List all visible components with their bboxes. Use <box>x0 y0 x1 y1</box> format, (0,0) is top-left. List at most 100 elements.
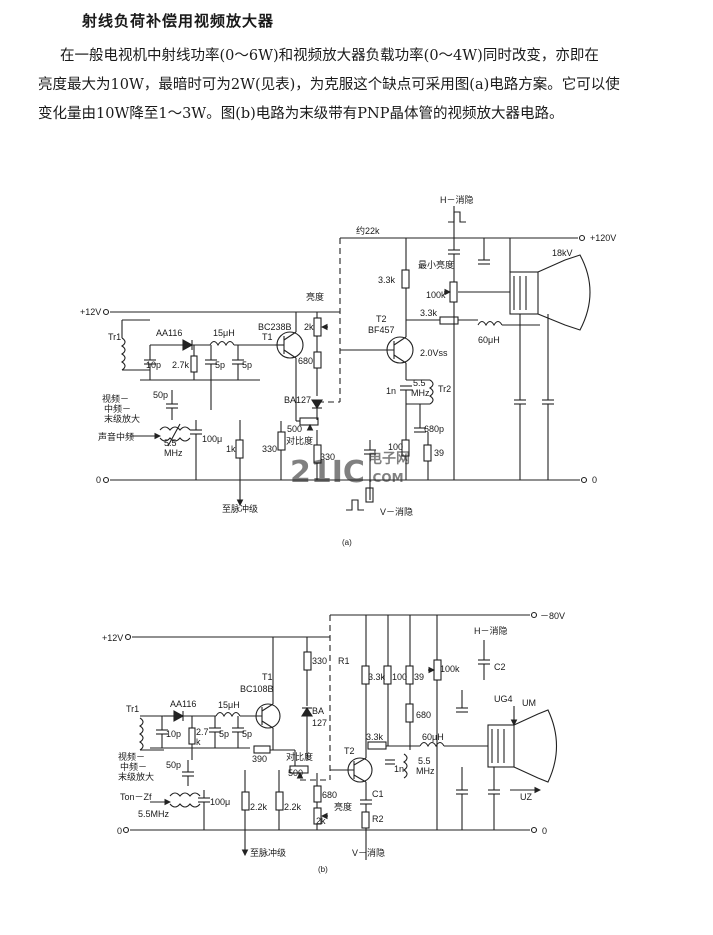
label-sound-if: 声音中频 <box>98 431 134 442</box>
label-min-brightness: 最小亮度 <box>418 259 454 270</box>
label-r2: R2 <box>372 814 384 824</box>
label-r2k2a: 2.2k <box>250 802 268 812</box>
label-5p-b: 5p <box>242 360 252 370</box>
label-2vss: 2.0Vss <box>420 348 448 358</box>
label-r100: 100 <box>388 442 403 452</box>
label-t2-b: T2 <box>344 746 355 756</box>
label-uz: UZ <box>520 792 532 802</box>
label-5-5: 5.5 <box>164 438 177 448</box>
label-r330-a: 330 <box>262 444 277 454</box>
label-final-b: 末级放大 <box>118 771 154 782</box>
label-mhz: MHz <box>164 448 183 458</box>
label-2k7: 2.7k <box>172 360 190 370</box>
label-r1k: 1k <box>226 444 236 454</box>
label-r39: 39 <box>434 448 444 458</box>
label-v-blank-b: V－消隐 <box>352 847 385 858</box>
label-tr1: Tr1 <box>108 332 121 342</box>
label-video: 视频－ <box>102 393 129 404</box>
circuit-b-labels: +12V －80V 330 R1 3.3k 100 39 100k H－消隐 C… <box>102 611 565 874</box>
paragraph-line: 变化量由10W降至1～3W。图(b)电路为末级带有PNP晶体管的视频放大器电路。 <box>38 106 564 122</box>
label-18kv: 18kV <box>552 248 573 258</box>
label-zero-right-b: 0 <box>542 826 547 836</box>
label-plus12v-b: +12V <box>102 633 123 643</box>
watermark-url: .COM <box>368 471 404 485</box>
label-r100k-b: 100k <box>440 664 460 674</box>
label-r1: R1 <box>338 656 350 666</box>
paragraph-line: 亮度最大为10W，最暗时可为2W(见表)，为克服这个缺点可采用图(a)电路方案。… <box>38 77 620 93</box>
label-t1: T1 <box>262 332 273 342</box>
label-r680-b: 680 <box>322 790 337 800</box>
label-t1-type-b: BC108B <box>240 684 274 694</box>
label-to-pulse-b: 至脉冲级 <box>250 847 286 858</box>
label-brightness-b: 亮度 <box>334 801 352 812</box>
label-r2k: 2k <box>304 322 314 332</box>
circuit-b <box>122 611 557 860</box>
label-final-stage: 末级放大 <box>104 413 140 424</box>
circuit-a-labels: +12V +120V H－消隐 V－消隐 约22k 3.3k 最小亮度 100k… <box>80 194 616 547</box>
label-10p-b: 10p <box>166 729 181 739</box>
label-100u: 100μ <box>202 434 222 444</box>
label-ton-zf: Ton－Zf <box>120 792 152 802</box>
label-aa116: AA116 <box>156 328 182 338</box>
label-5p-a: 5p <box>215 360 225 370</box>
label-if-b: 中频－ <box>120 761 147 772</box>
label-ba-num: 127 <box>312 718 327 728</box>
label-r3k3-b: 3.3k <box>368 672 386 682</box>
label-r2k-b: 2k <box>316 816 326 826</box>
label-15uh: 15μH <box>213 328 235 338</box>
label-1n-b: 1n <box>394 764 404 774</box>
label-50p-b: 50p <box>166 760 181 770</box>
label-100u-b: 100μ <box>210 797 230 807</box>
label-r680-top: 680 <box>416 710 431 720</box>
label-60uh: 60μH <box>478 335 500 345</box>
watermark-cn: 电子网 <box>368 450 410 467</box>
label-15uh-b: 15μH <box>218 700 240 710</box>
label-c2: C2 <box>494 662 506 672</box>
label-r3k3: 3.3k <box>378 275 396 285</box>
label-r100k: 100k <box>426 290 446 300</box>
label-r3k3-b2: 3.3k <box>366 732 384 742</box>
label-video-b: 视频－ <box>118 751 145 762</box>
label-ba: BA <box>312 706 324 716</box>
label-5-5mhz-b: 5.5MHz <box>138 809 170 819</box>
label-r39-b: 39 <box>414 672 424 682</box>
caption-a: (a) <box>342 538 352 547</box>
label-r100-b: 100 <box>392 672 407 682</box>
label-50p: 50p <box>153 390 168 400</box>
label-t1-b: T1 <box>262 672 273 682</box>
label-to-pulse: 至脉冲级 <box>222 503 258 514</box>
label-aa116-b: AA116 <box>170 699 196 709</box>
label-680p: 680p <box>424 424 444 434</box>
label-r22k: 约22k <box>356 225 380 236</box>
label-r500-b: 500 <box>288 768 303 778</box>
label-plus120v: +120V <box>590 233 616 243</box>
label-c1: C1 <box>372 789 384 799</box>
label-tr1-b: Tr1 <box>126 704 139 714</box>
label-r330-b: 330 <box>312 656 327 666</box>
label-zero-left-b: 0 <box>117 826 122 836</box>
label-2k7a: 2.7 <box>196 727 209 737</box>
description-paragraph: 在一般电视机中射线功率(0～6W)和视频放大器负载功率(0～4W)同时改变，亦即… <box>38 42 660 129</box>
label-5-5b: 5.5 <box>413 378 426 388</box>
label-2k7b: k <box>196 737 201 747</box>
label-mhz-b2: MHz <box>416 766 435 776</box>
label-minus80v: －80V <box>540 611 565 621</box>
watermark: 21IC 电子网 .COM <box>290 450 410 490</box>
label-60uh-b: 60μH <box>422 732 444 742</box>
label-contrast: 对比度 <box>286 435 313 446</box>
page-title: 射线负荷补偿用视频放大器 <box>82 12 275 30</box>
caption-b: (b) <box>318 865 328 874</box>
label-tr2: Tr2 <box>438 384 451 394</box>
label-ba127: BA127 <box>284 395 311 405</box>
watermark-logo: 21IC <box>290 455 365 490</box>
label-h-blank-b: H－消隐 <box>474 625 508 636</box>
circuit-a <box>102 206 591 511</box>
label-if: 中频－ <box>104 403 131 414</box>
label-ug4: UG4 <box>494 694 513 704</box>
label-um: UM <box>522 698 536 708</box>
label-1n: 1n <box>386 386 396 396</box>
label-contrast-b: 对比度 <box>286 751 313 762</box>
label-plus12v: +12V <box>80 307 101 317</box>
label-zero-left: 0 <box>96 475 101 485</box>
